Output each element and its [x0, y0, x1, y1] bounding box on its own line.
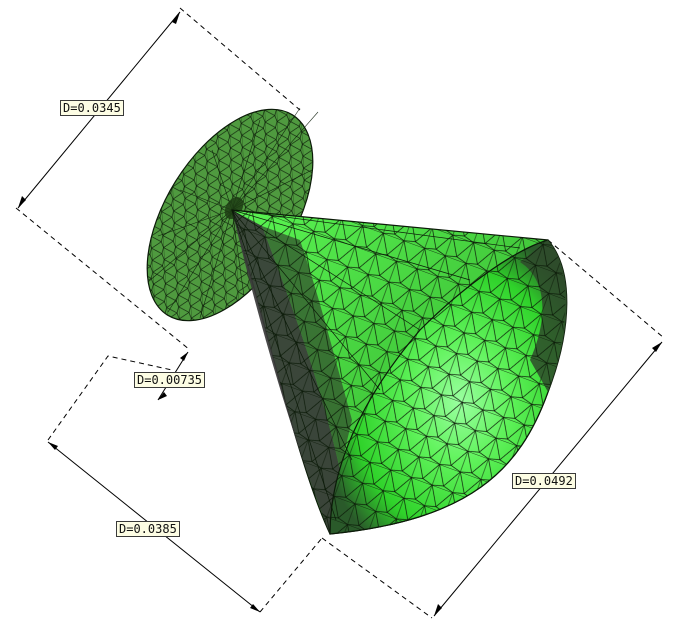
- dimension-label-cone-base-diameter[interactable]: D=0.0492: [512, 473, 576, 489]
- dimension-label-disk-diameter[interactable]: D=0.0345: [60, 100, 124, 116]
- dimension-cone-height[interactable]: [47, 441, 323, 613]
- extension-line: [179, 7, 301, 111]
- extension-line: [259, 537, 323, 613]
- arrow-head: [180, 352, 188, 361]
- arrow-head: [250, 604, 260, 612]
- extension-line: [547, 239, 665, 339]
- arrow-head: [434, 604, 442, 616]
- extension-line: [321, 537, 433, 619]
- extension-line: [47, 355, 173, 441]
- arrow-head: [18, 196, 26, 208]
- arrow-head: [48, 442, 58, 450]
- disk-mesh[interactable]: [113, 81, 347, 349]
- dimension-gap[interactable]: [47, 351, 189, 441]
- dimension-label-cone-height[interactable]: D=0.0385: [116, 521, 180, 537]
- arrow-head: [172, 12, 180, 24]
- extension-line: [15, 207, 191, 351]
- arrow-head: [158, 392, 167, 400]
- cone-mesh[interactable]: [231, 209, 568, 535]
- arrow-head: [652, 342, 662, 352]
- dimension-label-gap[interactable]: D=0.00735: [134, 372, 206, 388]
